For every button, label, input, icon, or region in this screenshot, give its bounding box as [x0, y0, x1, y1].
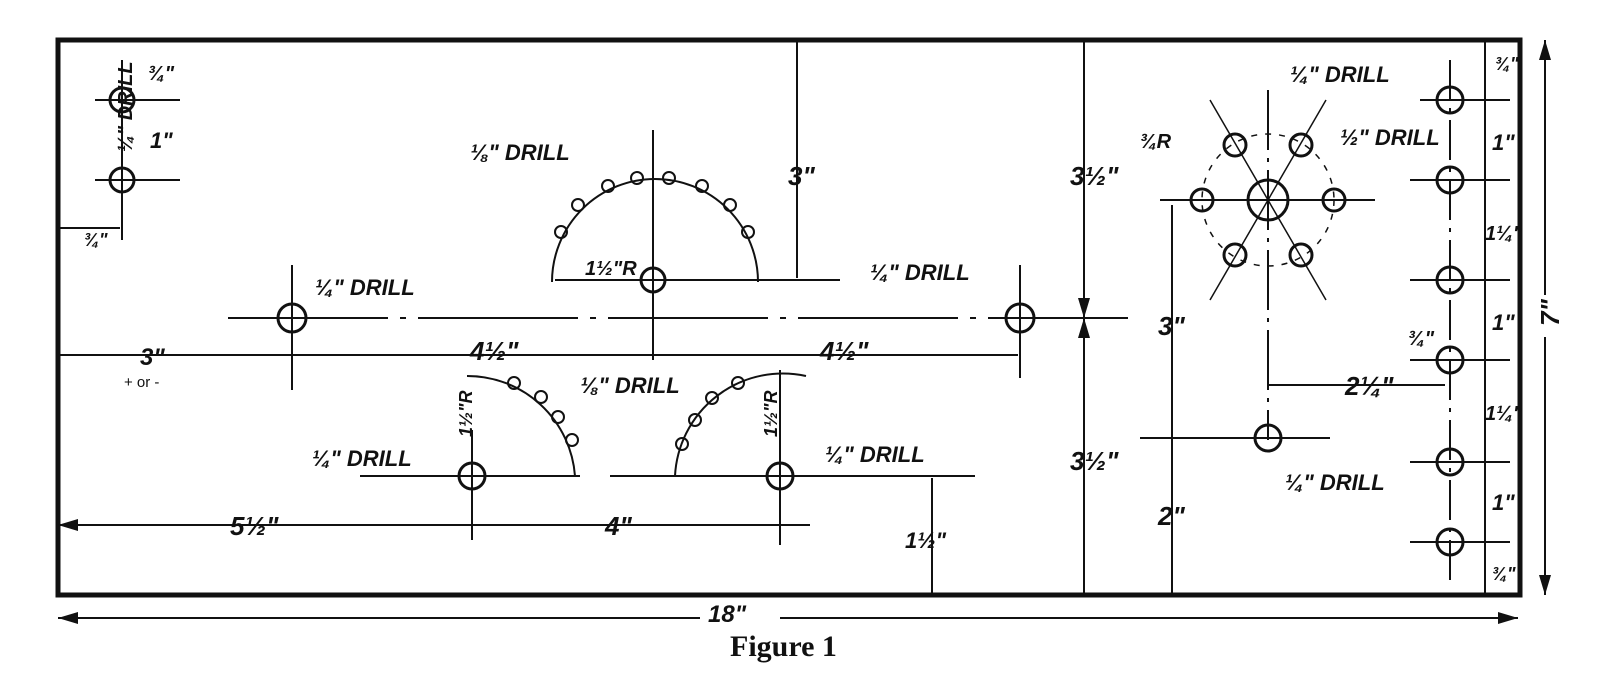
- upper-half-dimension: 3½": [1070, 161, 1119, 191]
- top-arc-radius: 1½"R: [585, 258, 637, 280]
- hole-left: ¼" DRILL: [276, 265, 415, 390]
- left-bottom-dimension: ¾": [84, 230, 108, 250]
- left-hole-group: ¾" 1" ¾" ¼" DRILL: [58, 60, 180, 250]
- center-row-dimensions: 3" + or - 4½" 4½": [58, 336, 1018, 391]
- left-top-dimension: ¾": [148, 63, 175, 85]
- lower-left-radius: 1½"R: [456, 390, 476, 437]
- top-arc-callout: ⅛" DRILL: [470, 140, 570, 165]
- lower-arc-pattern: ⅛" DRILL 1½"R 1½"R: [456, 372, 807, 477]
- cluster-bottom: 2": [1157, 501, 1185, 531]
- top-arc-pattern: ⅛" DRILL 1½"R 3": [470, 42, 840, 360]
- notch-depth: ¾": [1408, 328, 1435, 350]
- left-offset-note: + or -: [124, 374, 159, 391]
- lower-left-callout: ¼" DRILL: [312, 446, 412, 471]
- bolt-circle-cluster: ¼" DRILL ½" DRILL ¾R: [1140, 62, 1440, 440]
- top-height-dimension: 3": [788, 161, 815, 191]
- half-span-left: 4½": [469, 336, 519, 366]
- lower-holes: ¼" DRILL ¼" DRILL: [312, 370, 975, 545]
- figure-caption: Figure 1: [730, 630, 837, 663]
- right-spacing-b: 1¼": [1485, 223, 1523, 245]
- overall-length-dimension: 18": [58, 598, 1518, 628]
- lower-height: 1½": [905, 528, 947, 553]
- hole-center-right-callout: ¼" DRILL: [870, 260, 970, 285]
- left-spacing-dimension: 1": [150, 128, 173, 153]
- right-spacing-d: 1¼": [1485, 403, 1523, 425]
- cluster-quarter-callout: ¼" DRILL: [1290, 62, 1390, 87]
- cluster-lower-hole: ¼" DRILL 3" 2" 2¼": [1140, 205, 1445, 593]
- left-offset-dimension: 3": [140, 344, 165, 371]
- half-span-right: 4½": [819, 336, 869, 366]
- lower-left-offset: 5½": [230, 511, 279, 541]
- left-drill-callout: ¼" DRILL: [115, 61, 137, 152]
- right-offset: 2¼": [1344, 371, 1394, 401]
- right-spacing-c: 1": [1492, 310, 1515, 335]
- overall-height-label: 7": [1535, 299, 1565, 326]
- cluster-lower-callout: ¼" DRILL: [1285, 470, 1385, 495]
- cluster-half-callout: ½" DRILL: [1340, 125, 1440, 150]
- lower-dimensions: 5½" 4" 1½": [58, 478, 947, 595]
- cluster-radius: ¾R: [1140, 131, 1172, 153]
- right-spacing-e: 1": [1492, 490, 1515, 515]
- right-spacing-a: 1": [1492, 130, 1515, 155]
- overall-length-label: 18": [708, 601, 747, 628]
- right-bottom-dimension: ¾": [1492, 564, 1516, 584]
- plate-outline: [55, 37, 1523, 598]
- overall-height-dimension: 7": [1530, 40, 1565, 595]
- lower-right-radius: 1½"R: [761, 390, 781, 437]
- lower-right-callout: ¼" DRILL: [825, 442, 925, 467]
- lower-arc-callout: ⅛" DRILL: [580, 373, 680, 398]
- right-top-dimension: ¾": [1495, 54, 1519, 74]
- right-hole-column: ¾" 1" 1¼" 1" 1¼" 1" ¾" ¾": [1408, 42, 1523, 593]
- lower-spacing: 4": [604, 511, 632, 541]
- hole-left-callout: ¼" DRILL: [315, 275, 415, 300]
- vertical-half-dimensions: 3½" 3½": [1070, 42, 1119, 593]
- cluster-height: 3": [1158, 311, 1185, 341]
- hole-center-right: ¼" DRILL: [870, 260, 1036, 378]
- lower-half-dimension: 3½": [1070, 446, 1119, 476]
